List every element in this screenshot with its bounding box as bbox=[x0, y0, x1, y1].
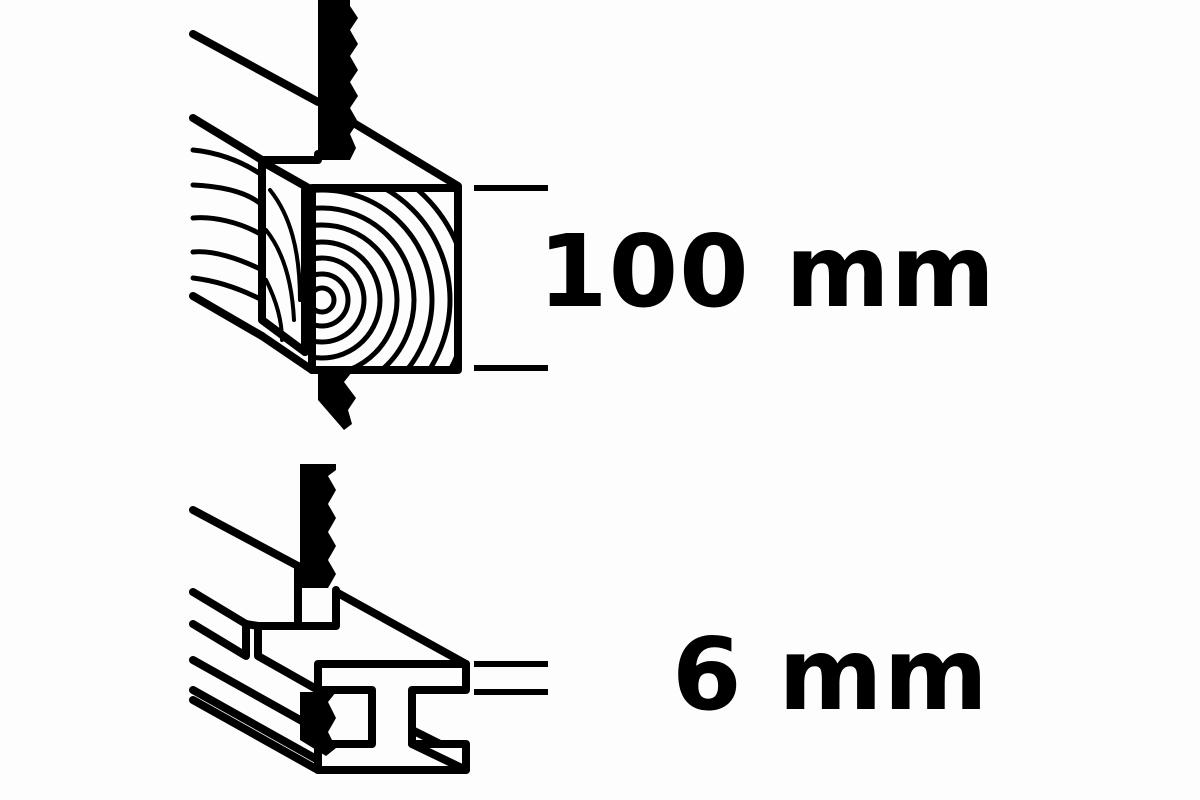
wood-cutting-depth-label: 100 mm bbox=[538, 213, 996, 330]
metal-cutting-depth-label: 6 mm bbox=[672, 616, 989, 733]
wood-saw-blade-icon bbox=[318, 0, 358, 430]
metal-dimension-marks bbox=[474, 661, 548, 695]
wood-beam-icon bbox=[189, 30, 462, 374]
metal-saw-blade-icon bbox=[300, 464, 336, 756]
wood-dimension-marks bbox=[474, 185, 548, 371]
